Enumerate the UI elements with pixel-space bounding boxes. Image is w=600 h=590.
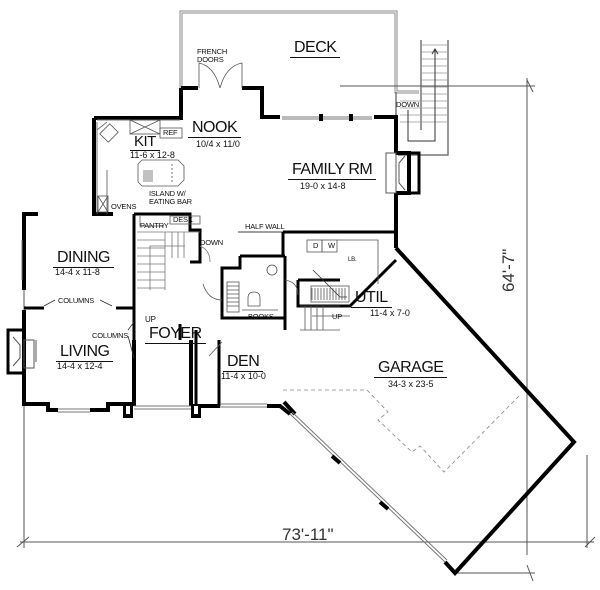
room-label-deck: DECK <box>290 40 341 58</box>
room-label-living: LIVING <box>56 344 114 362</box>
room-label-util: UTIL <box>351 290 392 308</box>
note-util-up: UP <box>332 312 343 321</box>
note-ovens: OVENS <box>111 202 137 211</box>
room-size-family: 19-0 x 14-8 <box>300 181 346 191</box>
note-desk: DESK <box>173 215 193 224</box>
garage-car-outline <box>283 389 521 473</box>
note-pantry: PANTRY <box>140 221 169 230</box>
note-island: ISLAND W/ <box>149 189 186 198</box>
room-size-den: 11-4 x 10-0 <box>221 371 266 381</box>
note-french-doors-2: DOORS <box>197 55 224 64</box>
room-size-nook: 10/4 x 11/0 <box>196 139 240 149</box>
note-eating-bar: EATING BAR <box>149 197 192 206</box>
room-label-family: FAMILY RM <box>288 162 377 180</box>
note-ref: REF <box>163 128 178 137</box>
note-foyer-up: UP <box>145 315 156 324</box>
note-columns-foyer: COLUMNS <box>92 331 129 340</box>
note-books: BOOKS <box>248 312 274 321</box>
room-label-nook: NOOK <box>188 120 242 138</box>
room-label-dining: DINING <box>53 250 114 268</box>
note-laundry-bin: LB. <box>348 257 357 263</box>
note-washer: W <box>328 241 335 250</box>
dimension-lines <box>16 78 596 582</box>
kitchen-fixtures <box>96 119 201 227</box>
dimension-overall-depth: 64'-7" <box>499 248 518 292</box>
note-french-doors-1: FRENCH <box>197 47 228 56</box>
note-columns-dining: COLUMNS <box>58 296 95 305</box>
interior-walls <box>24 212 398 406</box>
room-size-kit: 11-6 x 12-8 <box>130 150 175 160</box>
dimension-overall-width: 73'-11" <box>282 525 334 544</box>
note-stair-down: DOWN <box>200 238 223 247</box>
note-deck-stair-down: DOWN <box>396 100 419 109</box>
room-size-garage: 34-3 x 23-5 <box>388 379 434 389</box>
room-size-dining: 14-4 x 11-8 <box>55 267 100 277</box>
deck-stairs <box>395 40 449 156</box>
note-half-wall: HALF WALL <box>245 222 285 231</box>
room-size-util: 11-4 x 7-0 <box>370 308 410 318</box>
note-dryer: D <box>313 241 319 250</box>
room-label-kit: KIT <box>130 134 160 151</box>
room-label-foyer: FOYER <box>145 326 206 344</box>
room-label-den: DEN <box>223 354 264 372</box>
room-size-living: 14-4 x 12-4 <box>57 361 103 371</box>
main-stairs <box>137 231 211 290</box>
room-label-garage: GARAGE <box>374 360 448 378</box>
exterior-walls <box>22 86 577 576</box>
